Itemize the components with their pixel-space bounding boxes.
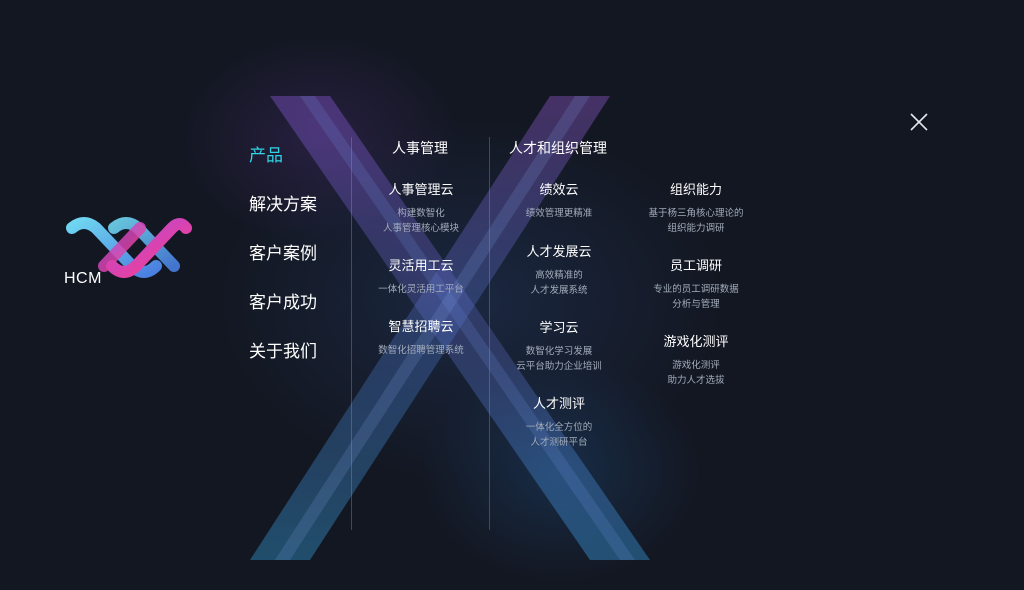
menu-item-hr-cloud[interactable]: 人事管理云 构建数智化 人事管理核心模块 bbox=[361, 182, 481, 236]
menu-item-title: 人事管理云 bbox=[388, 183, 454, 198]
menu-item-gamified-assessment[interactable]: 游戏化测评 游戏化测评 助力人才选拔 bbox=[626, 334, 766, 388]
menu-item-learning-cloud[interactable]: 学习云 数智化学习发展 云平台助力企业培训 bbox=[499, 320, 619, 374]
main-nav: 产品 解决方案 客户案例 客户成功 关于我们 bbox=[249, 144, 317, 389]
menu-item-desc: 绩效管理更精准 bbox=[525, 208, 593, 219]
menu-item-desc: 一体化灵活用工平台 bbox=[378, 284, 464, 295]
menu-item-title: 灵活用工云 bbox=[388, 259, 454, 274]
hcm-logo[interactable]: HCM bbox=[62, 214, 192, 294]
menu-item-desc: 数智化招聘管理系统 bbox=[378, 345, 464, 356]
menu-item-desc: 专业的员工调研数据 分析与管理 bbox=[653, 284, 739, 310]
close-icon bbox=[910, 113, 928, 131]
menu-item-title: 绩效云 bbox=[539, 183, 579, 198]
menu-item-talent-development[interactable]: 人才发展云 高效精准的 人才发展系统 bbox=[499, 244, 619, 298]
logo-text: HCM bbox=[64, 270, 102, 287]
nav-item-cases[interactable]: 客户案例 bbox=[249, 244, 317, 264]
menu-item-desc: 基于杨三角核心理论的 组织能力调研 bbox=[648, 208, 744, 234]
divider-left bbox=[351, 137, 352, 530]
menu-item-flexible-employment[interactable]: 灵活用工云 一体化灵活用工平台 bbox=[361, 258, 481, 298]
column-header-talent-org: 人才和组织管理 bbox=[509, 141, 607, 157]
menu-item-smart-recruitment[interactable]: 智慧招聘云 数智化招聘管理系统 bbox=[361, 319, 481, 359]
menu-item-performance-cloud[interactable]: 绩效云 绩效管理更精准 bbox=[499, 182, 619, 222]
nav-item-about-us[interactable]: 关于我们 bbox=[249, 342, 317, 362]
menu-item-desc: 游戏化测评 助力人才选拔 bbox=[667, 360, 725, 386]
menu-item-title: 人才测评 bbox=[532, 397, 585, 412]
nav-item-customer-success[interactable]: 客户成功 bbox=[249, 293, 317, 313]
menu-item-desc: 高效精准的 人才发展系统 bbox=[530, 270, 588, 296]
menu-item-title: 人才发展云 bbox=[526, 245, 592, 260]
menu-item-desc: 构建数智化 人事管理核心模块 bbox=[382, 208, 459, 234]
menu-item-employee-survey[interactable]: 员工调研 专业的员工调研数据 分析与管理 bbox=[626, 258, 766, 312]
close-button[interactable] bbox=[908, 111, 930, 133]
menu-item-title: 游戏化测评 bbox=[663, 335, 729, 350]
menu-item-org-capability[interactable]: 组织能力 基于杨三角核心理论的 组织能力调研 bbox=[626, 182, 766, 236]
menu-item-title: 学习云 bbox=[539, 321, 579, 336]
divider-right bbox=[489, 137, 490, 530]
menu-item-title: 组织能力 bbox=[669, 183, 722, 198]
nav-item-solutions[interactable]: 解决方案 bbox=[249, 195, 317, 215]
menu-item-desc: 数智化学习发展 云平台助力企业培训 bbox=[516, 346, 602, 372]
menu-item-desc: 一体化全方位的 人才测研平台 bbox=[525, 422, 593, 448]
nav-item-products[interactable]: 产品 bbox=[249, 146, 283, 166]
menu-item-title: 智慧招聘云 bbox=[388, 320, 454, 335]
column-header-hr: 人事管理 bbox=[392, 141, 448, 157]
hcm-logo-icon bbox=[66, 217, 192, 278]
menu-item-title: 员工调研 bbox=[669, 259, 722, 274]
menu-item-talent-assessment[interactable]: 人才测评 一体化全方位的 人才测研平台 bbox=[499, 396, 619, 450]
